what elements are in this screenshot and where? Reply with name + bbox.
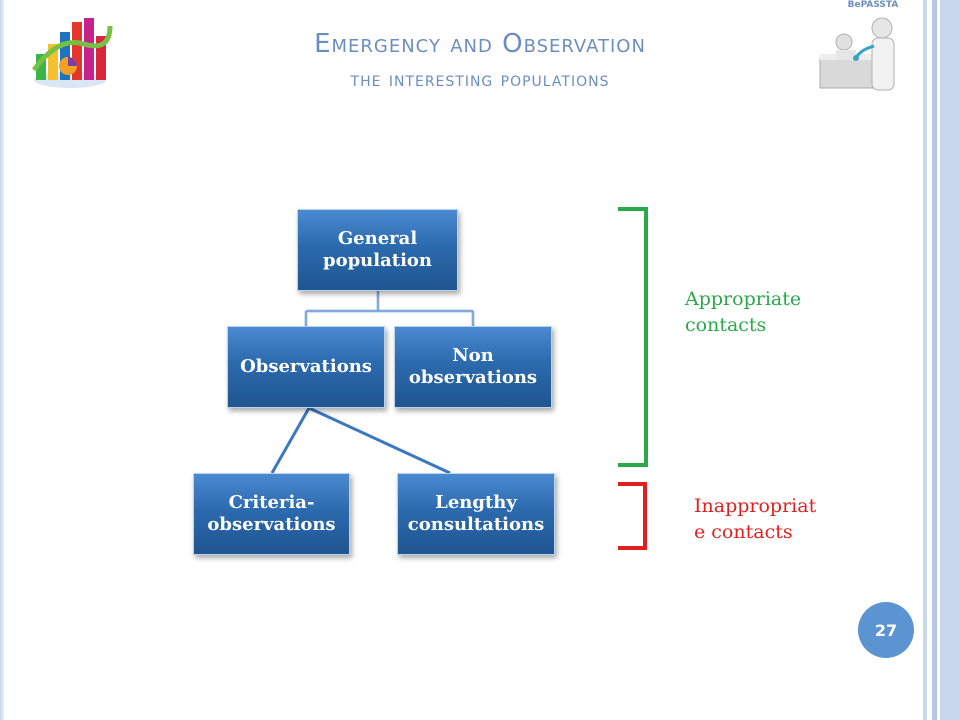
connector-observations-lengthy	[308, 406, 451, 475]
brand-name: BePASSTA	[847, 0, 899, 10]
label-appropriate-line1: Appropriate	[685, 288, 802, 310]
slide-title: Emergency and Observation the interestin…	[150, 28, 810, 92]
page-number-badge: 27	[858, 602, 914, 658]
title-main: Emergency and Observation	[314, 29, 646, 59]
slide-left-border	[0, 0, 4, 720]
label-inappropriate-contacts: Inappropriat e contacts	[694, 494, 816, 545]
node-lengthy-consultations: Lengthy consultations	[397, 473, 555, 555]
connector-general-split	[304, 291, 475, 326]
label-appropriate-line2: contacts	[685, 313, 767, 336]
label-inappropriate-line1: Inappropriat	[694, 495, 817, 517]
node-observations: Observations	[227, 326, 385, 408]
bar-chart-logo-icon	[31, 18, 113, 88]
node-general-population: General population	[297, 209, 458, 291]
node-criteria-observations: Criteria-observations	[193, 473, 350, 555]
bracket-inappropriate	[618, 482, 647, 550]
node-non-observations: Non observations	[394, 326, 552, 408]
label-appropriate-contacts: Appropriate contacts	[685, 287, 801, 338]
title-subtitle: the interesting populations	[350, 66, 610, 91]
connector-observations-criteria	[270, 407, 311, 474]
bracket-appropriate	[618, 207, 648, 467]
label-inappropriate-line2: e contacts	[694, 520, 793, 543]
connector-general-split-inner	[305, 291, 474, 326]
slide-right-border	[920, 0, 960, 720]
doctor-patient-logo-icon	[814, 0, 916, 108]
